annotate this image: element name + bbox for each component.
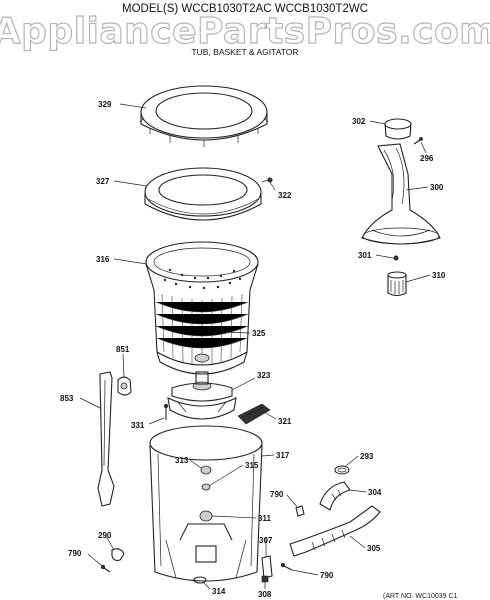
part-clip-851: [117, 376, 132, 396]
part-tub-cover: [139, 85, 269, 147]
part-hose-304: [319, 481, 351, 511]
part-screw-790-left: [100, 564, 111, 573]
part-balance-ring: [144, 167, 262, 221]
callout-290: 290: [98, 531, 112, 540]
part-coupling-310: [387, 271, 407, 297]
callout-325: 325: [252, 329, 266, 338]
callout-305: 305: [367, 544, 381, 553]
part-hub-drive: [167, 371, 237, 420]
part-hose-clamp-293: [334, 465, 350, 475]
callout-304: 304: [368, 488, 382, 497]
callout-322: 322: [278, 191, 292, 200]
part-agitator-cap-302: [384, 118, 412, 140]
part-agitator-300: [361, 143, 441, 245]
callout-790-left: 790: [68, 549, 82, 558]
part-washer-301: [393, 255, 399, 261]
part-bracket-307: [261, 555, 273, 579]
part-screw-296: [413, 137, 423, 145]
callout-316: 316: [96, 255, 110, 264]
callout-321: 321: [278, 417, 292, 426]
callout-331: 331: [131, 421, 145, 430]
callout-296: 296: [420, 154, 434, 163]
part-screw-322: [261, 177, 273, 183]
callout-853: 853: [60, 394, 74, 403]
callout-308: 308: [258, 590, 272, 599]
callout-851: 851: [116, 345, 130, 354]
callout-307: 307: [259, 536, 273, 545]
callout-302: 302: [352, 117, 366, 126]
part-clip-290: [111, 548, 125, 562]
part-screw-790-mid: [295, 505, 305, 517]
part-grommet-314: [193, 576, 207, 584]
callout-311: 311: [258, 514, 271, 523]
part-drain-hose-305: [289, 505, 381, 557]
watermark: AppliancePartsPros.com: [0, 11, 490, 52]
callout-327: 327: [96, 177, 110, 186]
model-line: MODEL(S) WCCB1030T2AC WCCB1030T2WC: [122, 3, 368, 15]
part-clip-308: [261, 575, 269, 583]
part-seal-321: [237, 403, 271, 425]
callout-315: 315: [245, 461, 259, 470]
callout-329: 329: [98, 100, 112, 109]
callout-313: 313: [175, 456, 189, 465]
part-wash-basket: [145, 241, 259, 375]
callout-317: 317: [276, 451, 290, 460]
callout-300: 300: [430, 183, 444, 192]
callout-301: 301: [358, 251, 372, 260]
art-number: (ART NO. WC10039 C1: [383, 593, 458, 600]
part-outer-tub: [149, 425, 263, 582]
callout-323: 323: [257, 371, 271, 380]
part-screw-790-right: [280, 562, 293, 571]
callout-790-mid: 790: [270, 490, 284, 499]
callout-310: 310: [432, 271, 446, 280]
callout-293: 293: [360, 452, 374, 461]
leader-lines: [79, 103, 431, 590]
section-title: TUB, BASKET & AGITATOR: [191, 47, 298, 57]
callout-314: 314: [212, 587, 226, 596]
part-bolt-331: [163, 403, 169, 420]
callout-790-right: 790: [320, 571, 334, 580]
part-suspension-rod-853: [97, 371, 115, 507]
